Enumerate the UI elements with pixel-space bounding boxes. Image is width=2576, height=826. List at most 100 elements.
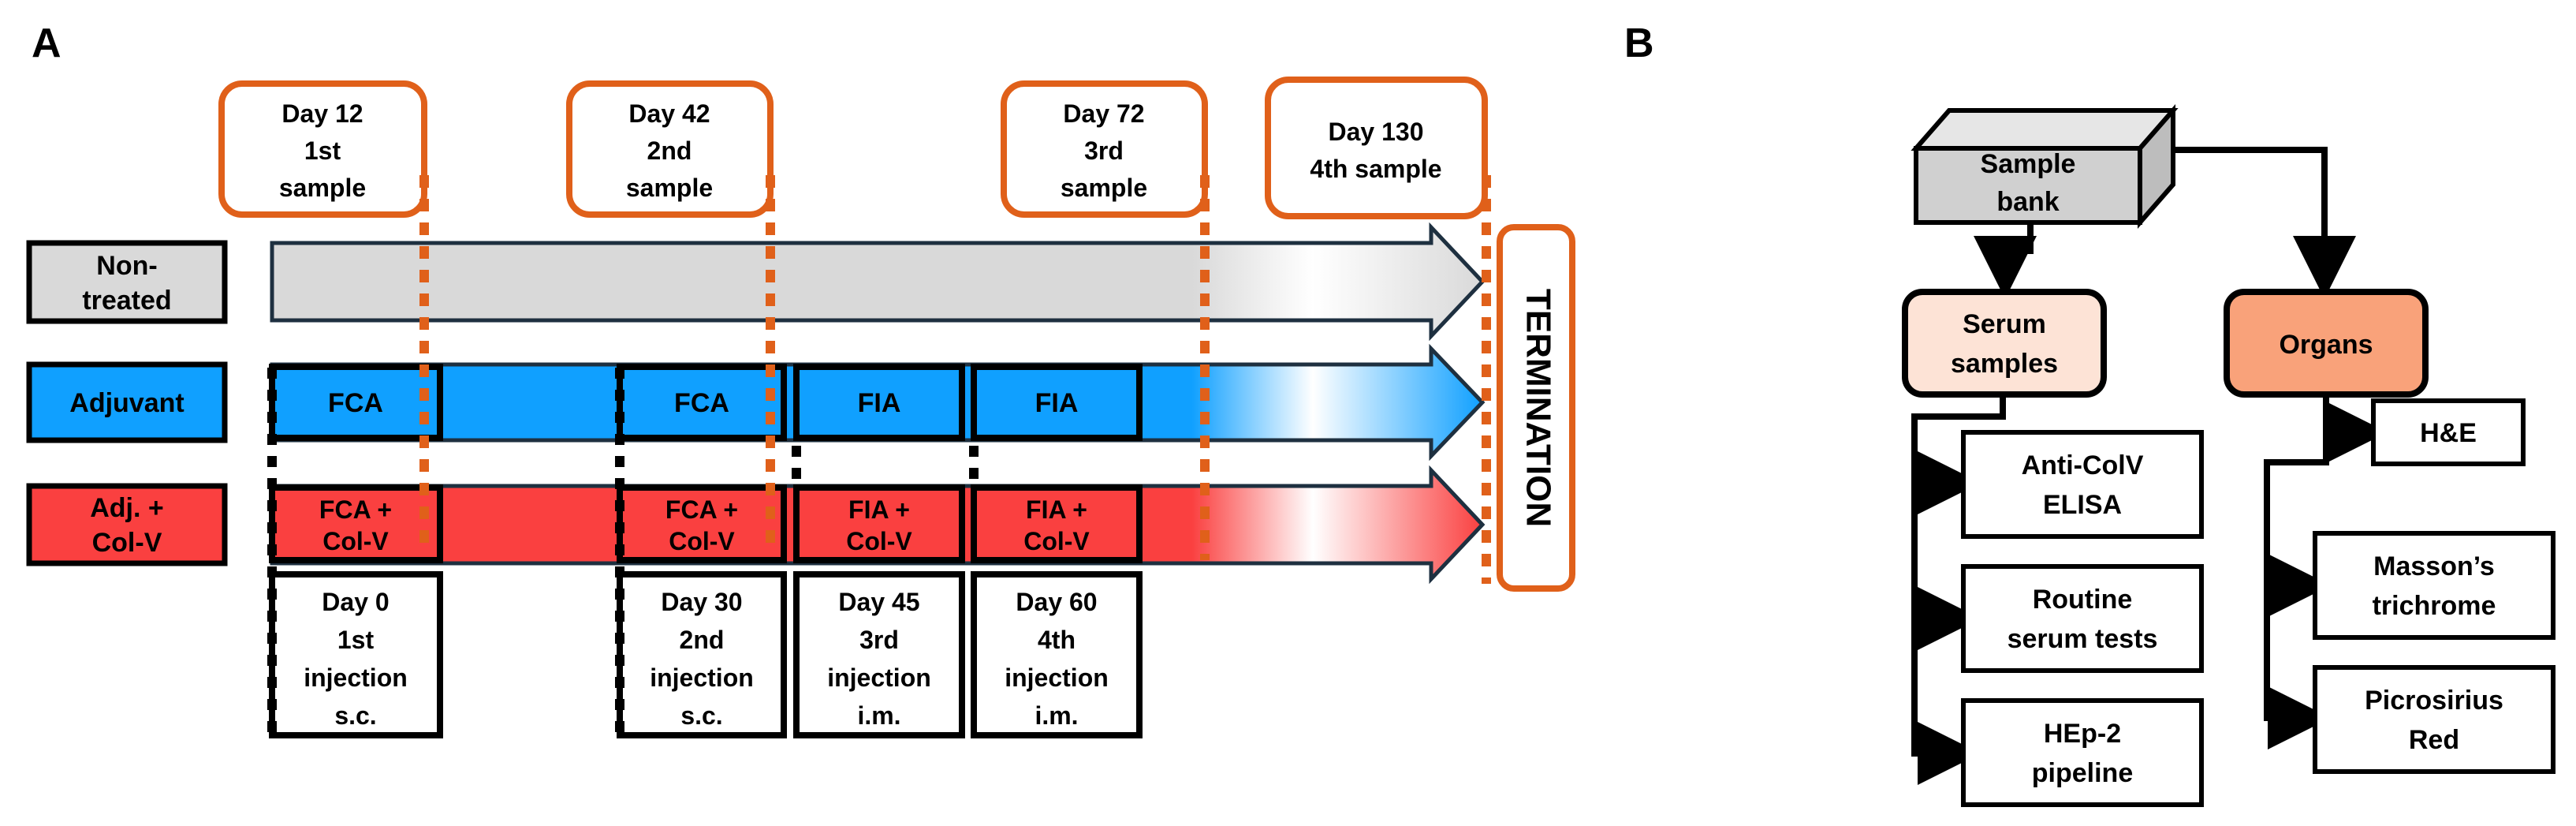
bank-connectors <box>1974 147 2356 299</box>
colv-box-2: FCA + Col-V <box>617 484 787 563</box>
bank-to-serum-arrow <box>1974 222 2037 299</box>
sample-3-line2: 3rd <box>1084 136 1124 165</box>
injection-box-2: Day 30 2nd injection s.c. <box>617 571 787 738</box>
group-adj-colv-line1: Adj. + <box>90 493 164 523</box>
sample-bank-line2: bank <box>1996 187 2059 217</box>
injection-3-line1: Day 45 <box>838 588 919 616</box>
sample-box-2: Day 42 2nd sample <box>566 80 774 218</box>
sample-2-line1: Day 42 <box>628 99 710 128</box>
bank-to-organs-arrow <box>2173 147 2356 299</box>
sample-bank-box: Sample bank <box>1911 104 2179 229</box>
hep2-line1: HEp-2 <box>2044 719 2121 749</box>
sample-guides <box>419 175 1491 584</box>
injection-2-line4: s.c. <box>680 701 722 730</box>
sample-box-1: Day 12 1st sample <box>218 80 427 218</box>
colv-box-4-line1: FIA + <box>1026 495 1087 524</box>
injection-3-line2: 3rd <box>859 626 899 654</box>
panel-b-letter: B <box>1624 21 1654 66</box>
sample-1-line1: Day 12 <box>281 99 363 128</box>
injection-1-line1: Day 0 <box>322 588 389 616</box>
injection-2-line1: Day 30 <box>661 588 742 616</box>
group-non-treated: Non- treated <box>26 240 228 324</box>
sample-box-3: Day 72 3rd sample <box>1001 80 1208 218</box>
sample-3-line1: Day 72 <box>1063 99 1144 128</box>
anti-colv-line2: ELISA <box>2043 490 2122 520</box>
test-box-hep2: HEp-2 pipeline <box>1961 698 2204 807</box>
panel-a-letter: A <box>32 21 62 66</box>
termination-label: TERMINATION <box>1519 289 1557 527</box>
injection-4-line1: Day 60 <box>1016 588 1097 616</box>
sample-1-line3: sample <box>279 174 366 202</box>
sample-2-line2: 2nd <box>647 136 692 165</box>
colv-box-4: FIA + Col-V <box>971 484 1143 563</box>
colv-box-3-line2: Col-V <box>846 527 912 555</box>
sample-4-line2: 4th sample <box>1310 155 1441 183</box>
masson-line1: Masson’s <box>2373 551 2495 581</box>
colv-box-2-line2: Col-V <box>669 527 735 555</box>
injection-4-line2: 4th <box>1038 626 1076 654</box>
picrosirius-line2: Red <box>2409 725 2459 755</box>
colv-box-1-line1: FCA + <box>319 495 392 524</box>
sample-4-line1: Day 130 <box>1329 118 1424 146</box>
sample-2-line3: sample <box>626 174 713 202</box>
hep2-line2: pipeline <box>2032 758 2133 788</box>
injection-box-1: Day 0 1st injection s.c. <box>269 571 443 738</box>
colv-box-3-line1: FIA + <box>848 495 910 524</box>
adjuvant-box-3-label: FIA <box>858 388 901 418</box>
sample-box-4: Day 130 4th sample <box>1265 77 1488 219</box>
test-box-picrosirius: Picrosirius Red <box>2313 665 2555 774</box>
group-adjuvant: Adjuvant <box>26 361 228 443</box>
serum-to-hep2-arrow <box>1911 394 2006 785</box>
group-non-treated-line1: Non- <box>96 251 157 281</box>
injection-box-4: Day 60 4th injection i.m. <box>971 571 1143 738</box>
serum-samples-box: Serum samples <box>1902 289 2107 398</box>
termination-box: TERMINATION <box>1497 224 1575 592</box>
serum-connectors <box>1911 394 2006 785</box>
injection-1-line2: 1st <box>337 626 375 654</box>
test-box-anti-colv: Anti-ColV ELISA <box>1961 430 2204 539</box>
masson-line2: trichrome <box>2373 591 2496 621</box>
test-box-he: H&E <box>2371 398 2526 466</box>
adjuvant-box-4: FIA <box>971 364 1143 441</box>
injection-guides <box>267 368 979 734</box>
routine-line1: Routine <box>2033 585 2133 615</box>
injection-2-line3: injection <box>650 663 754 692</box>
anti-colv-line1: Anti-ColV <box>2022 450 2144 480</box>
group-non-treated-line2: treated <box>82 286 171 316</box>
group-adj-colv: Adj. + Col-V <box>26 483 228 566</box>
sample-1-line2: 1st <box>304 136 341 165</box>
colv-box-1-line2: Col-V <box>322 527 389 555</box>
injection-1-line3: injection <box>304 663 408 692</box>
colv-box-4-line2: Col-V <box>1023 527 1090 555</box>
colv-box-2-line1: FCA + <box>665 495 738 524</box>
serum-samples-line2: samples <box>1951 349 2058 379</box>
injection-box-3: Day 45 3rd injection i.m. <box>793 571 965 738</box>
injection-1-line4: s.c. <box>334 701 376 730</box>
arrow-non-treated <box>270 222 1486 342</box>
sample-bank-line1: Sample <box>1981 149 2076 179</box>
injection-3-line4: i.m. <box>857 701 900 730</box>
he-label: H&E <box>2420 418 2477 448</box>
injection-3-line3: injection <box>827 663 931 692</box>
serum-samples-line1: Serum <box>1963 309 2046 339</box>
adjuvant-box-2-label: FCA <box>674 388 729 418</box>
sample-3-line3: sample <box>1061 174 1147 202</box>
adjuvant-box-2: FCA <box>617 364 787 441</box>
test-box-routine: Routine serum tests <box>1961 564 2204 673</box>
group-adjuvant-label: Adjuvant <box>69 388 184 418</box>
organs-box: Organs <box>2224 289 2429 398</box>
organs-label: Organs <box>2279 330 2373 360</box>
group-adj-colv-line2: Col-V <box>92 528 162 558</box>
routine-line2: serum tests <box>2007 624 2158 654</box>
colv-box-1: FCA + Col-V <box>269 484 443 563</box>
picrosirius-line1: Picrosirius <box>2365 686 2503 716</box>
injection-2-line2: 2nd <box>680 626 725 654</box>
adjuvant-box-1: FCA <box>269 364 443 441</box>
colv-box-3: FIA + Col-V <box>793 484 965 563</box>
test-box-masson: Masson’s trichrome <box>2313 531 2555 640</box>
adjuvant-box-1-label: FCA <box>328 388 383 418</box>
adjuvant-box-3: FIA <box>793 364 965 441</box>
adjuvant-box-4-label: FIA <box>1035 388 1079 418</box>
organ-connectors <box>2264 394 2388 749</box>
